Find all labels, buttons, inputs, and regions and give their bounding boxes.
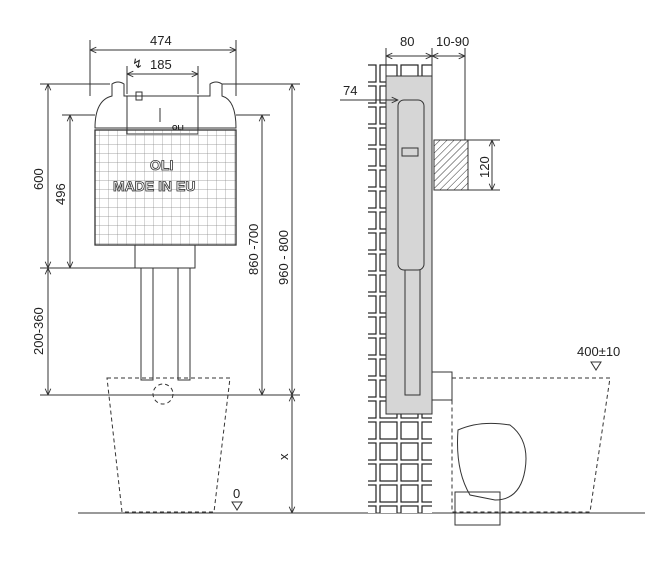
toilet-bowl-side [451,377,611,513]
brand-logo: OLI [150,157,173,173]
inner-label: 74 [343,83,357,98]
body-height-label: 496 [53,183,68,205]
height-label: 600 [31,168,46,190]
support-label: 200-360 [31,307,46,355]
flush-plate-label: 185 [150,57,172,72]
toilet-bowl-front [106,377,231,513]
frame-panel [385,75,433,415]
floor-level-marker-icon [231,501,243,511]
bowl-level-marker-icon [590,361,602,371]
pipe-connection [433,139,469,191]
range-label-b: 960 - 800 [276,230,291,285]
pipe-label: 120 [477,156,492,178]
cistern: OLI OLI MADE IN EU [94,81,237,381]
bowl-height-label: 400±10 [577,344,620,359]
frame-depth-label: 80 [400,34,414,49]
brand-small: OLI [172,125,184,132]
offset-label: 10-90 [436,34,469,49]
floor-offset-label: x [276,453,291,460]
width-label: 474 [150,33,172,48]
water-inlet-icon: ↯ [132,56,143,71]
front-view: OLI OLI MADE IN EU 474 185 ↯ 600 496 200… [31,33,300,513]
range-label-a: 860 -700 [246,224,261,275]
floor-zero-label: 0 [233,486,240,501]
made-in-label: MADE IN EU [113,178,195,194]
side-view: 80 10-90 74 120 400±10 [340,34,620,526]
